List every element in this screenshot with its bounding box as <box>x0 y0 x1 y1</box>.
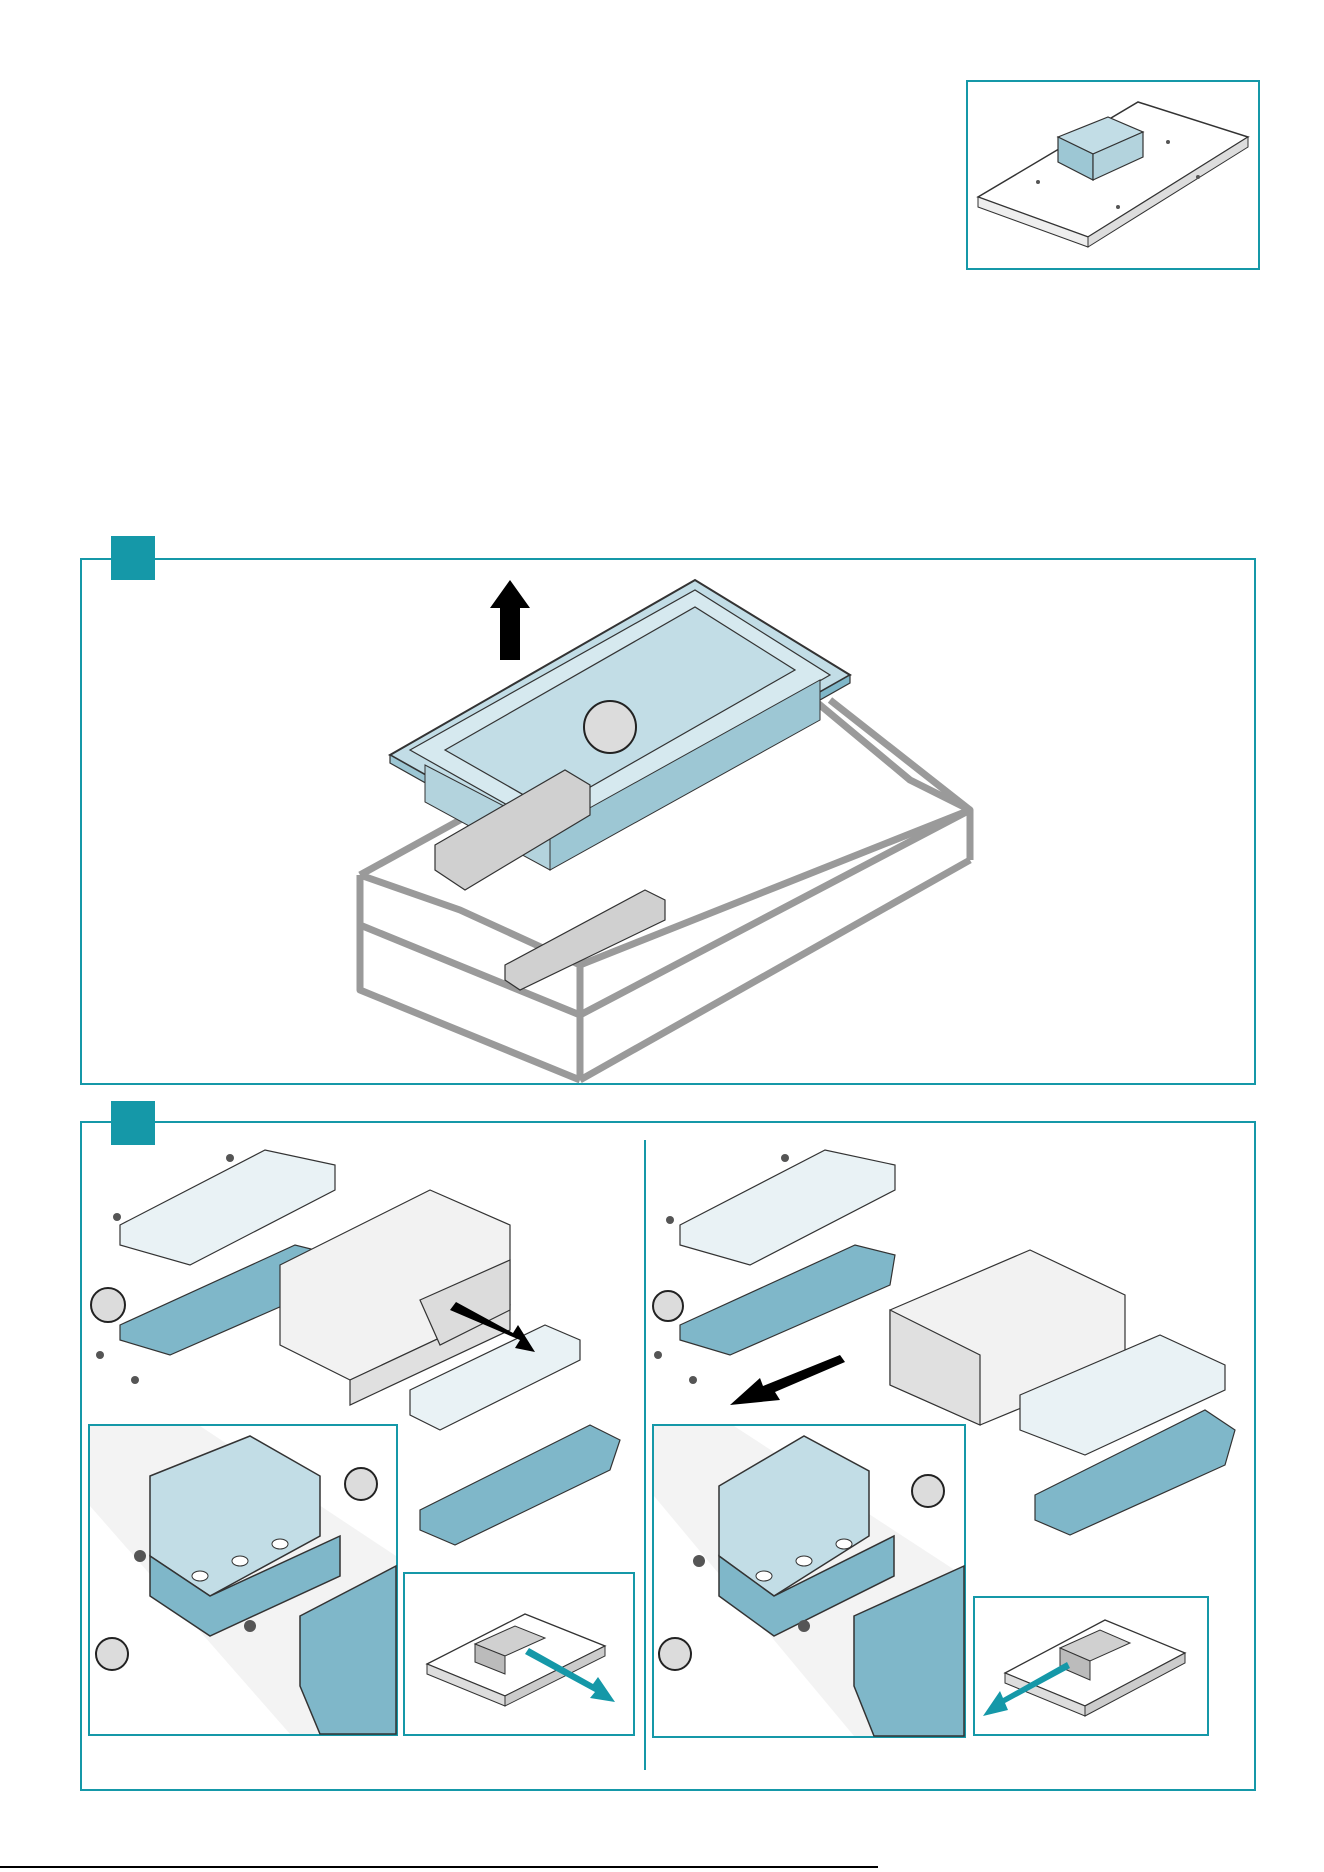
step-1-callout <box>583 700 637 754</box>
step-2-left-callout-c <box>95 1637 129 1671</box>
step-2-right-callout-a <box>652 1290 684 1322</box>
hob-lifted-from-box-icon <box>350 570 990 1080</box>
step-2-marker <box>111 1101 155 1145</box>
step-2-left-orientation <box>403 1572 635 1736</box>
outlet-left-orientation-icon <box>975 1598 1207 1734</box>
step-2-right-callout-b <box>911 1474 945 1508</box>
step-2-right-callout-c <box>658 1637 692 1671</box>
step-2-right-orientation <box>973 1596 1209 1736</box>
overview-figure <box>966 80 1260 270</box>
hob-with-extractor-module-icon <box>968 82 1262 272</box>
step-1-marker <box>111 536 155 580</box>
bracket-screw-detail-right-icon <box>654 1426 964 1736</box>
step-2-divider <box>644 1140 646 1770</box>
step-2-left-callout-b <box>344 1467 378 1501</box>
step-2-right-detail <box>652 1424 966 1738</box>
footer-rule <box>0 1866 878 1868</box>
step-2-left-callout-a <box>90 1287 126 1323</box>
outlet-right-orientation-icon <box>405 1574 633 1734</box>
